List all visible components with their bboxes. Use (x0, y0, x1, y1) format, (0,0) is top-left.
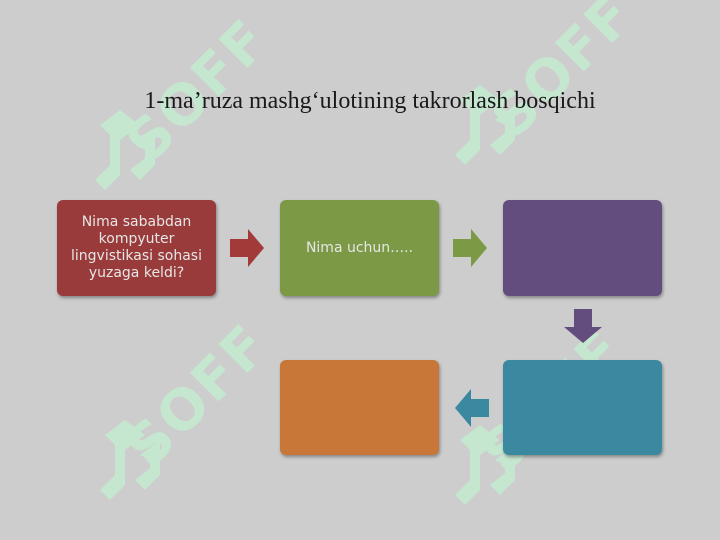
slide-title: 1-ma’ruza mashg‘ulotining takrorlash bos… (144, 88, 596, 114)
flow-step-5 (280, 360, 439, 455)
flow-step-3 (503, 200, 662, 296)
arrow-left-icon (455, 389, 489, 427)
arrow-right-icon (230, 229, 264, 267)
flow-step-1-label: Nima sababdan kompyuter lingvistikasi so… (71, 214, 202, 281)
watermark-text: SOFF (479, 0, 647, 150)
flow-step-1: Nima sababdan kompyuter lingvistikasi so… (57, 200, 216, 296)
flow-step-2-label: Nima uchun….. (305, 239, 414, 256)
arrow-down-icon (564, 309, 602, 343)
flow-step-4 (503, 360, 662, 455)
watermark-text: SOFF (114, 312, 282, 480)
soff-logo-icon (95, 110, 155, 190)
watermark-bottom-left: SOFF (90, 300, 290, 540)
flow-step-2: Nima uchun….. (280, 200, 439, 296)
arrow-right-icon (453, 229, 487, 267)
soff-logo-icon (100, 420, 160, 500)
